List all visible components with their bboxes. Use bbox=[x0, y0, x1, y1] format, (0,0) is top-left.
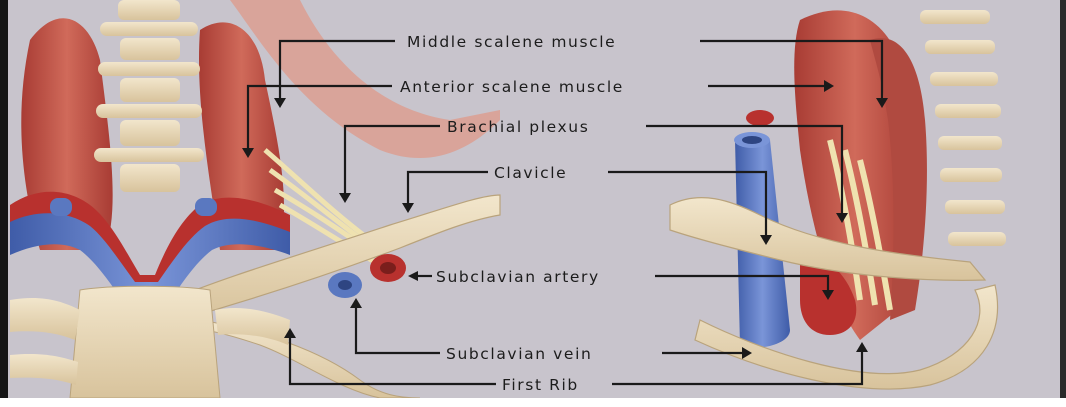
label-subclavian-artery: Subclavian artery bbox=[436, 268, 600, 286]
label-first-rib: First Rib bbox=[502, 376, 579, 394]
left-anterior-view bbox=[10, 0, 500, 398]
label-brachial-plexus: Brachial plexus bbox=[447, 118, 589, 136]
label-middle-scalene-muscle: Middle scalene muscle bbox=[407, 33, 616, 51]
spine-lateral bbox=[920, 10, 1006, 246]
label-anterior-scalene-muscle: Anterior scalene muscle bbox=[400, 78, 624, 96]
right-lateral-view bbox=[670, 10, 1006, 389]
label-subclavian-vein: Subclavian vein bbox=[446, 345, 592, 363]
frame-border-bottom bbox=[0, 398, 1066, 407]
label-clavicle: Clavicle bbox=[494, 164, 567, 182]
sternum bbox=[70, 286, 220, 398]
frame-border-left bbox=[0, 0, 8, 407]
frame-border-right bbox=[1060, 0, 1066, 407]
